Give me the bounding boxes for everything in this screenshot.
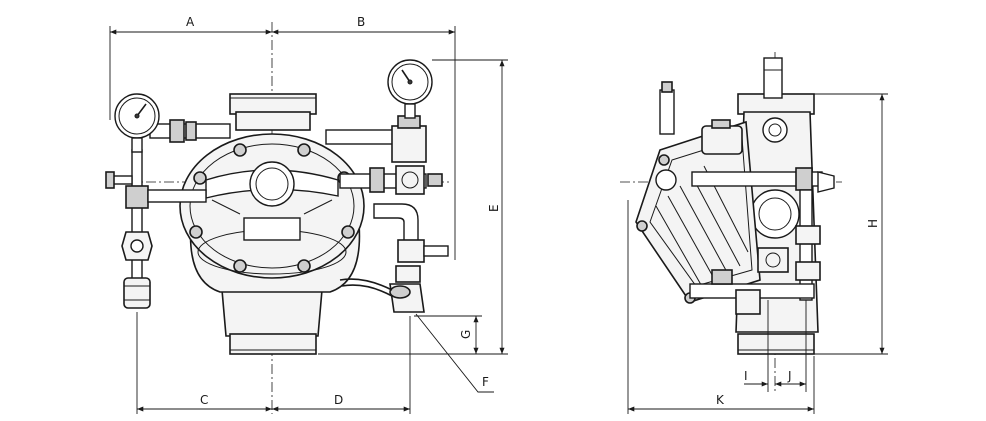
dim-label-a: A: [186, 15, 195, 29]
right-pressure-gauge: [387, 59, 433, 119]
side-view: H I J K: [620, 52, 888, 414]
cover-bolts: [189, 143, 355, 273]
left-pressure-gauge: [114, 93, 160, 153]
dim-label-d: D: [334, 393, 343, 407]
left-trim-piping: [105, 119, 231, 309]
right-trim-piping: [325, 115, 449, 313]
dim-label-h: H: [866, 219, 880, 228]
dim-label-j: J: [787, 369, 792, 383]
dim-label-f: F: [482, 375, 489, 389]
dim-label-k: K: [716, 393, 725, 407]
front-view: A B C D E G F: [105, 15, 508, 414]
dim-label-c: C: [200, 393, 208, 407]
dim-label-g: G: [459, 330, 473, 339]
dim-label-e: E: [487, 204, 501, 212]
dim-label-i: I: [744, 369, 748, 383]
dim-label-b: B: [357, 15, 365, 29]
